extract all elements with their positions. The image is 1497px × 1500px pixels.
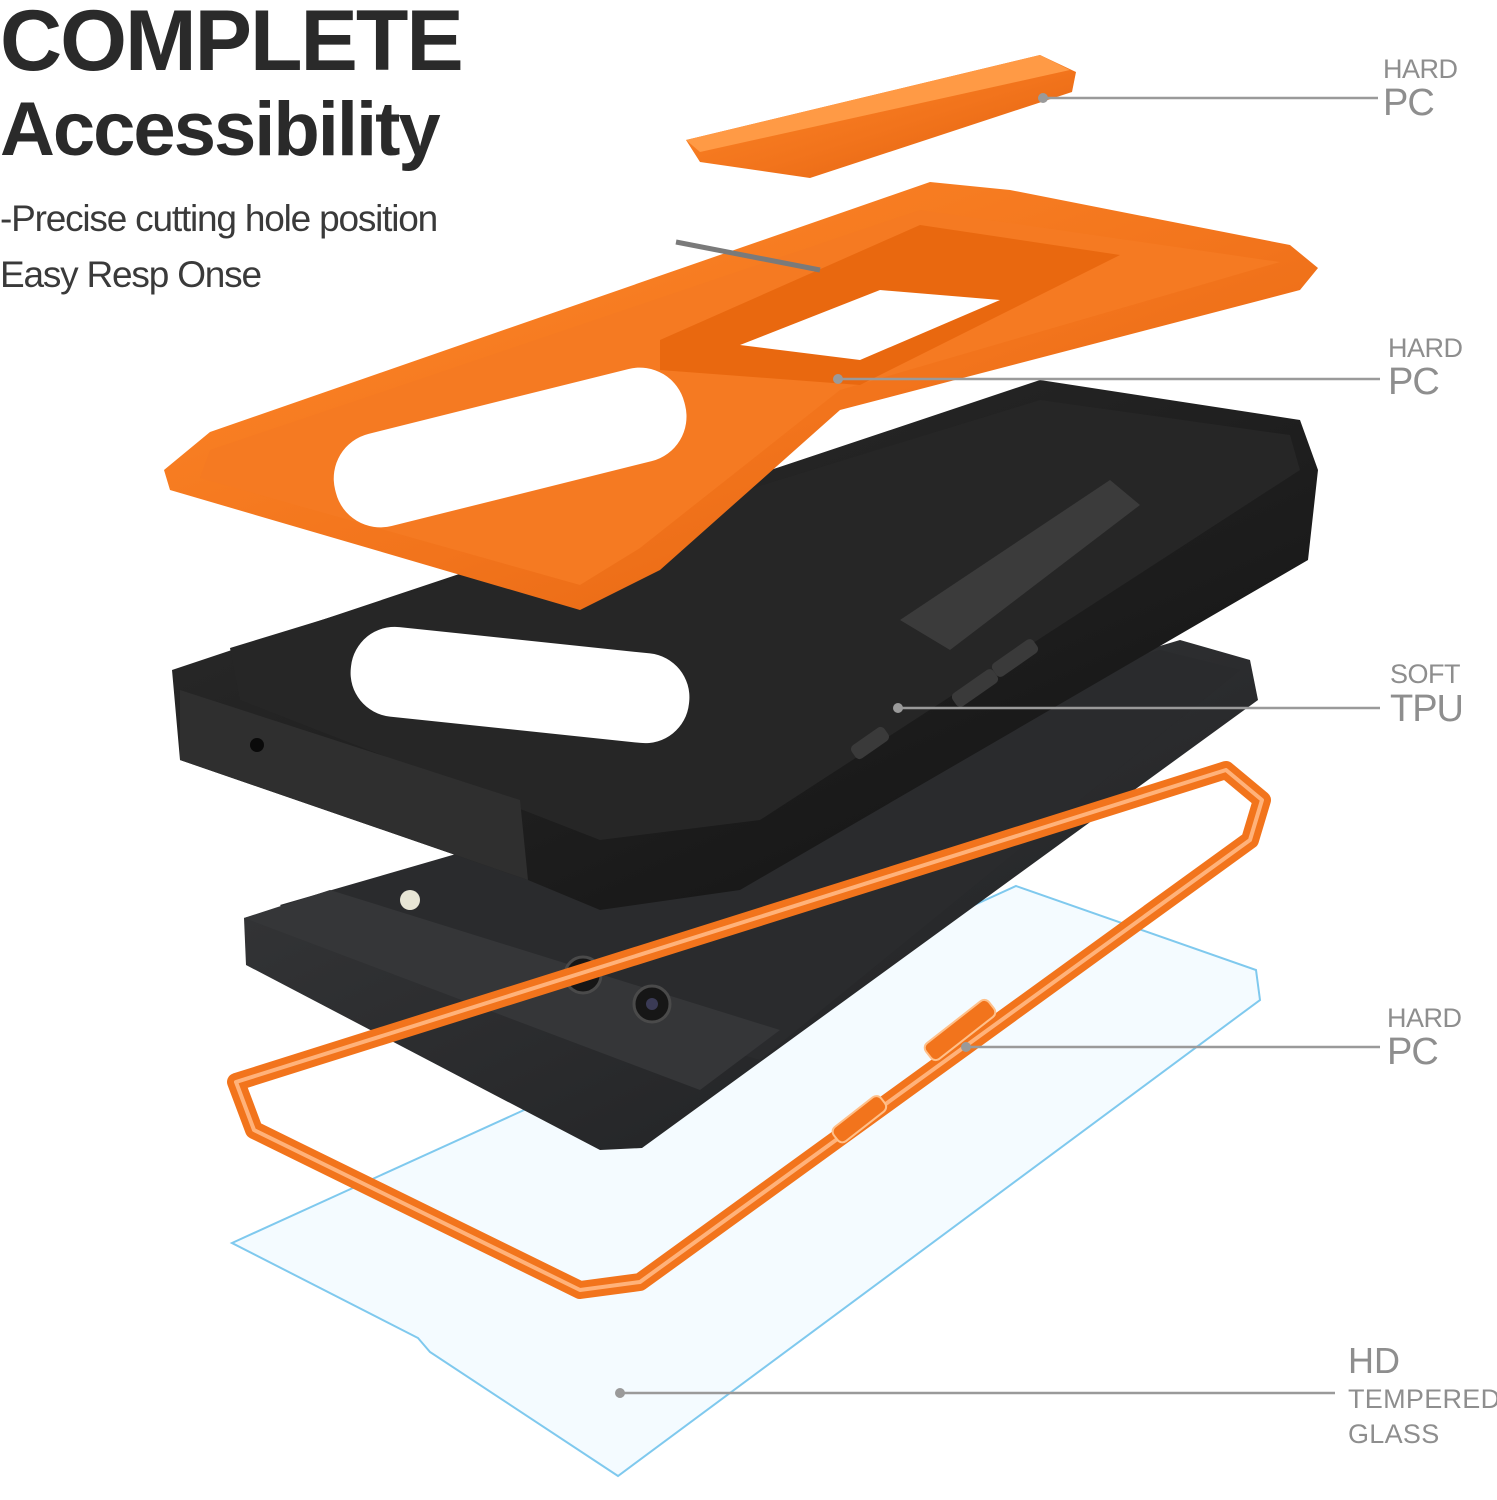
feature-easy-response: Easy Resp Onse [0,254,262,295]
bumper-frame-layer [227,761,1271,1299]
callout-bumper-grade: HARD [1387,1003,1462,1033]
tempered-glass-layer [229,884,1262,1478]
headline-complete: COMPLETE [0,0,464,89]
callout-glass-grade: HD [1348,1340,1400,1381]
button-cover [951,669,999,707]
callout-glass-material: TEMPERED [1348,1384,1497,1414]
callout-tpu-material: TPU [1390,688,1464,730]
callout-shell-material: PC [1388,361,1440,403]
callout-glass-sub: GLASS [1348,1419,1440,1449]
tpu-case-layer [172,380,1318,910]
callout-top-clip-grade: HARD [1383,54,1458,84]
callout-top-clip-material: PC [1383,82,1435,124]
button-cover [850,726,890,760]
port-hole [250,738,264,752]
callout-shell-grade: HARD [1388,333,1463,363]
kickstand-cutout [740,290,1000,360]
top-clip-layer [686,55,1076,178]
headline-accessibility: Accessibility [0,87,441,172]
flash-icon [400,890,420,910]
pc-shell-layer [164,182,1318,610]
feature-cutting-holes: -Precise cutting hole position [0,198,438,239]
kickstand-pin [675,239,821,273]
callout-bumper-material: PC [1387,1031,1439,1073]
callout-tpu-grade: SOFT [1390,659,1461,689]
callout-lines [615,93,1380,1398]
camera-cutout [333,367,687,528]
camera-cutout [350,626,690,744]
button-cover [991,639,1039,677]
